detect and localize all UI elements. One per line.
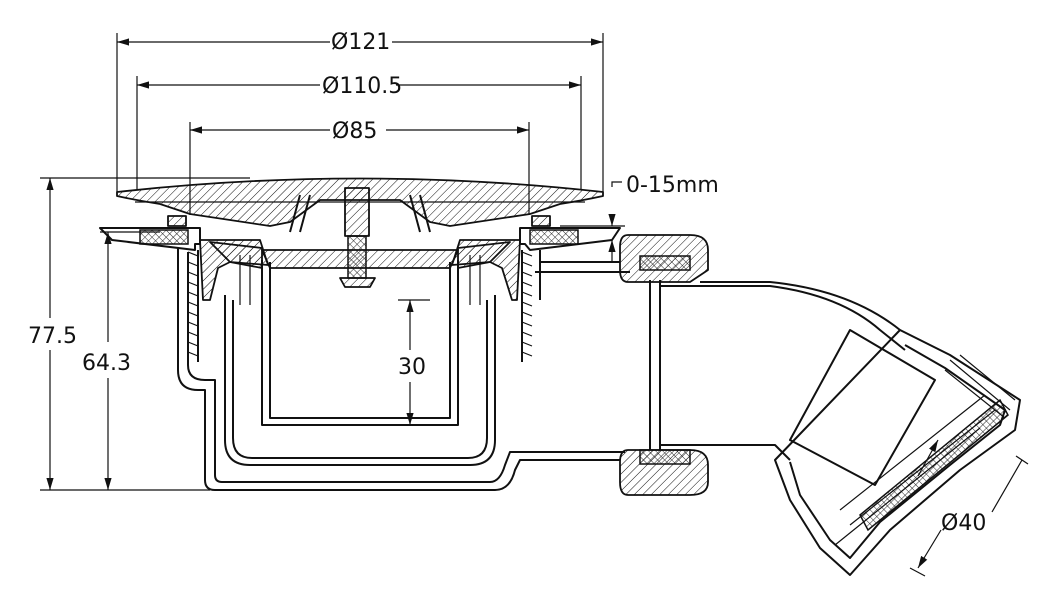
dim-height-64-3: 64.3 [82, 351, 131, 376]
flange-ring [99, 215, 621, 251]
dim-height-77-5: 77.5 [28, 324, 77, 349]
dimension-lines [40, 33, 1029, 577]
outlet-pipe [619, 234, 906, 496]
drain-body [177, 248, 630, 491]
dim-diameter-40: Ø40 [941, 511, 986, 536]
center-screw [339, 187, 376, 288]
dim-depth-30: 30 [398, 355, 426, 380]
dim-adjust-range: 0-15mm [626, 173, 719, 198]
water-trap-cup [209, 241, 511, 466]
dim-diameter-121: Ø121 [331, 30, 390, 55]
elbow-connector [774, 329, 1021, 576]
dim-diameter-85: Ø85 [332, 119, 377, 144]
dim-diameter-110-5: Ø110.5 [322, 74, 402, 99]
